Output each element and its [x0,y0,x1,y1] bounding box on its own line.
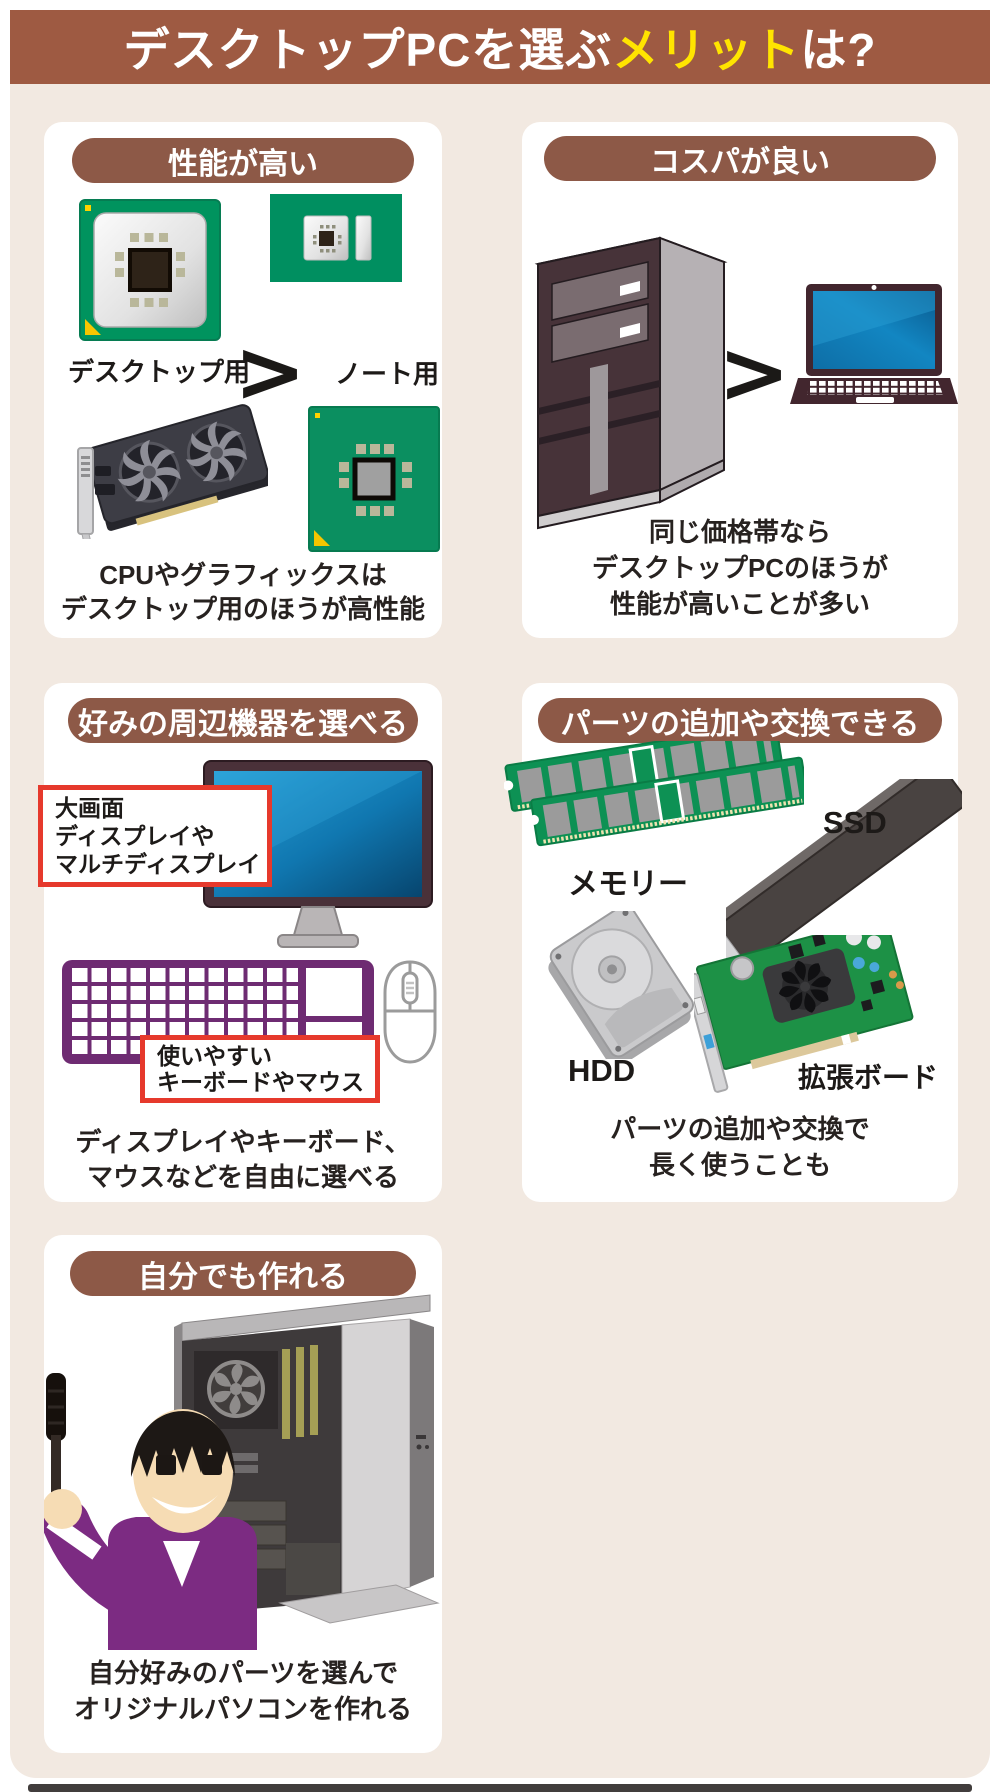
performance-caption: CPUやグラフィックスは デスクトップ用のほうが高性能 [60,560,425,624]
hdd-label: HDD [568,1053,636,1088]
peripherals-title: 好みの周辺機器を選べる [78,707,408,741]
input-note-box: 使いやすい キーボードやマウス [140,1035,380,1103]
greater-than-symbol: > [718,323,791,423]
laptop-label: ノート用 [334,359,439,389]
performance-title: 性能が高い [168,147,318,181]
laptop-chip-illustration [270,194,402,282]
parts-title: パーツの追加や交換できる [560,707,920,741]
diy-title-pill: 自分でも作れる [70,1251,416,1296]
cost-title: コスパが良い [650,145,830,179]
laptop-cpu-illustration [308,406,440,552]
parts-title-pill: パーツの追加や交換できる [538,698,942,743]
parts-caption: パーツの追加や交換で 長く使うことも [610,1114,870,1180]
desktop-cpu-illustration [79,199,221,341]
page-title: デスクトップPCを選ぶメリットは? [123,14,876,80]
card-peripherals: 好みの周辺機器を選べる 大画面 ディスプレイや マルチディスプレイ [38,683,442,1202]
builder-person [44,1373,257,1650]
title-highlight: メリット [612,24,801,76]
title-prefix: デスクトップPCを選ぶ [123,24,613,76]
diy-caption: 自分好みのパーツを選んで オリジナルパソコンを作れる [73,1658,412,1724]
ram-illustration [504,741,804,847]
mouse-illustration [383,960,437,1064]
footer-bar [28,1784,972,1792]
title-suffix: は? [800,24,877,76]
peripherals-title-pill: 好みの周辺機器を選べる [68,698,418,743]
build-scene-illustration [44,1294,440,1650]
expansion-board-illustration [694,935,914,1093]
diy-title: 自分でも作れる [138,1260,348,1294]
gpu-illustration [77,404,268,539]
hdd-illustration [548,911,695,1059]
desktop-label: デスクトップ用 [67,357,250,387]
card-performance: 性能が高い [44,122,442,638]
board-label: 拡張ボード [798,1062,939,1093]
ssd-label: SSD [823,805,887,840]
cost-title-pill: コスパが良い [544,136,936,181]
display-note-box: 大画面 ディスプレイや マルチディスプレイ [38,785,272,887]
header-bar: デスクトップPCを選ぶメリットは? [10,10,990,84]
cost-caption: 同じ価格帯なら デスクトップPCのほうが 性能が高いことが多い [591,517,889,619]
performance-title-pill: 性能が高い [72,138,414,183]
laptop-illustration [790,284,958,404]
desktop-tower-illustration [534,236,728,530]
peripherals-caption: ディスプレイやキーボード、 マウスなどを自由に選べる [75,1127,411,1192]
pc-case [174,1294,440,1624]
card-parts: パーツの追加や交換できる [504,683,962,1202]
card-diy: 自分でも作れる [44,1235,442,1753]
greater-than-symbol: > [234,322,307,422]
memory-label: メモリー [568,868,688,901]
card-cost: コスパが良い > [522,122,958,638]
